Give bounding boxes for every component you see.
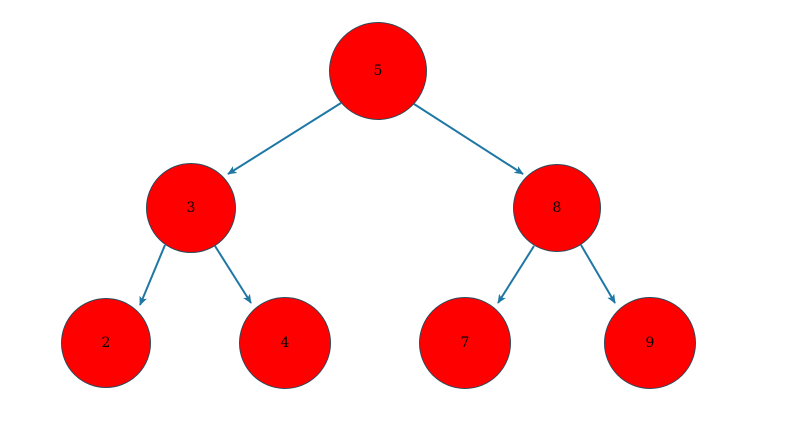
tree-node-label: 4 <box>280 335 290 351</box>
tree-edge <box>214 245 252 304</box>
tree-node-label: 3 <box>186 200 196 216</box>
tree-node-label: 5 <box>373 63 383 79</box>
tree-edge <box>139 244 166 306</box>
tree-node-4[interactable]: 4 <box>239 297 331 389</box>
tree-node-label: 7 <box>460 335 470 351</box>
tree-edge <box>497 245 535 304</box>
tree-node-3[interactable]: 3 <box>146 163 236 253</box>
tree-edge <box>227 102 342 175</box>
tree-node-label: 9 <box>645 335 655 351</box>
tree-edges <box>139 102 616 306</box>
tree-node-8[interactable]: 8 <box>513 164 601 252</box>
tree-node-7[interactable]: 7 <box>419 297 511 389</box>
tree-node-label: 8 <box>552 200 562 216</box>
tree-node-9[interactable]: 9 <box>604 297 696 389</box>
tree-node-2[interactable]: 2 <box>61 298 151 388</box>
tree-node-5[interactable]: 5 <box>329 22 427 120</box>
tree-edge <box>580 244 616 304</box>
tree-edge <box>413 103 524 175</box>
tree-node-label: 2 <box>101 335 111 351</box>
